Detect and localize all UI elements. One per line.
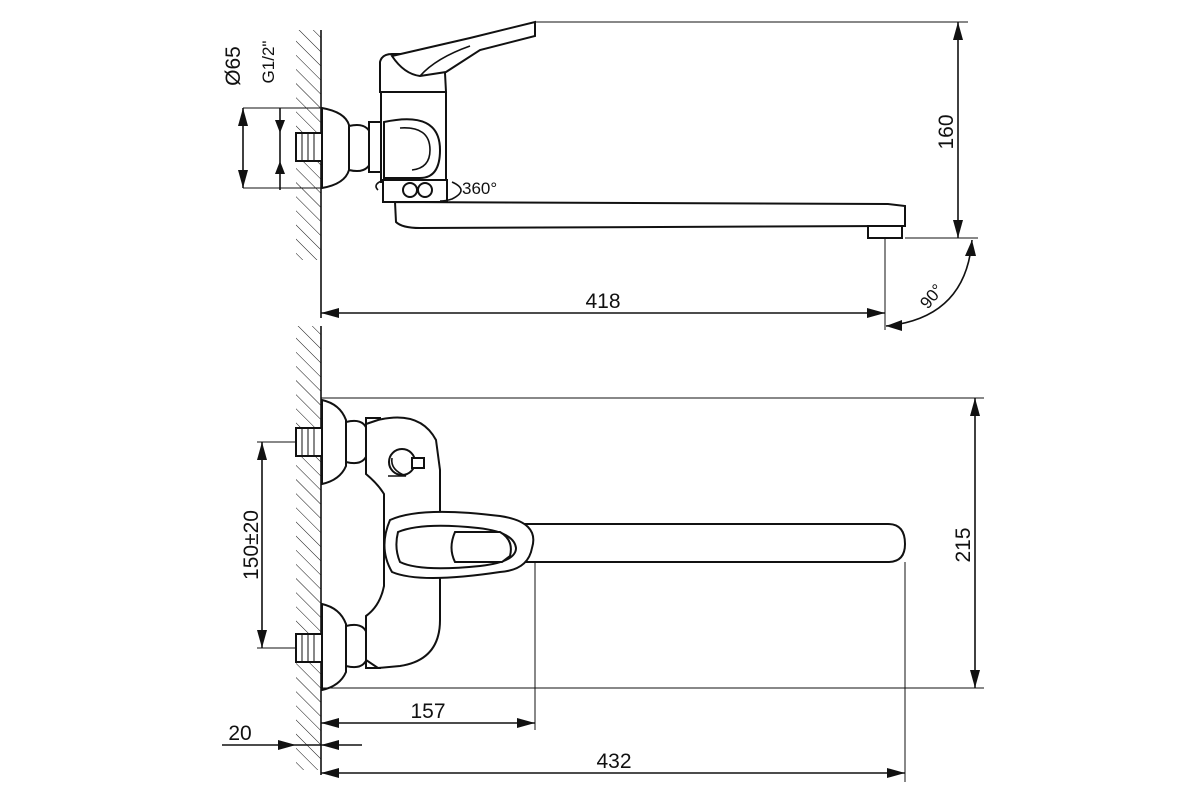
- wall-hatch-bottom: [296, 326, 321, 770]
- spout-top: [393, 200, 906, 230]
- angle-label: 90°: [916, 281, 947, 313]
- wall-flange-top: [321, 106, 350, 190]
- flange-lower: [321, 602, 347, 692]
- thread-pipe-lower: [295, 633, 324, 663]
- thread-pipe-upper: [295, 427, 324, 457]
- angle-arc: [885, 239, 973, 327]
- dim-width-label: 215: [952, 527, 975, 562]
- plan-view: 215 150±20 157 20 432: [222, 326, 984, 782]
- dim-offset-label: 20: [228, 722, 251, 745]
- dim-thread-label: G1/2": [259, 41, 278, 84]
- flange-upper: [321, 398, 347, 486]
- dim-height-label: 160: [935, 114, 958, 149]
- dim-spacing-label: 150±20: [240, 510, 263, 580]
- dim-body-label: 157: [410, 700, 445, 723]
- dim-flange-label: Ø65: [222, 46, 245, 86]
- swivel-label: 360°: [462, 179, 497, 198]
- thread-pipe-top: [295, 132, 324, 162]
- dim-reach-label: 418: [585, 290, 620, 313]
- side-view: 160 Ø65 G1/2" 360° 418 90°: [222, 20, 978, 331]
- dim-overall-label: 432: [596, 750, 631, 773]
- spout-plan: [479, 523, 907, 563]
- aerator: [867, 225, 903, 239]
